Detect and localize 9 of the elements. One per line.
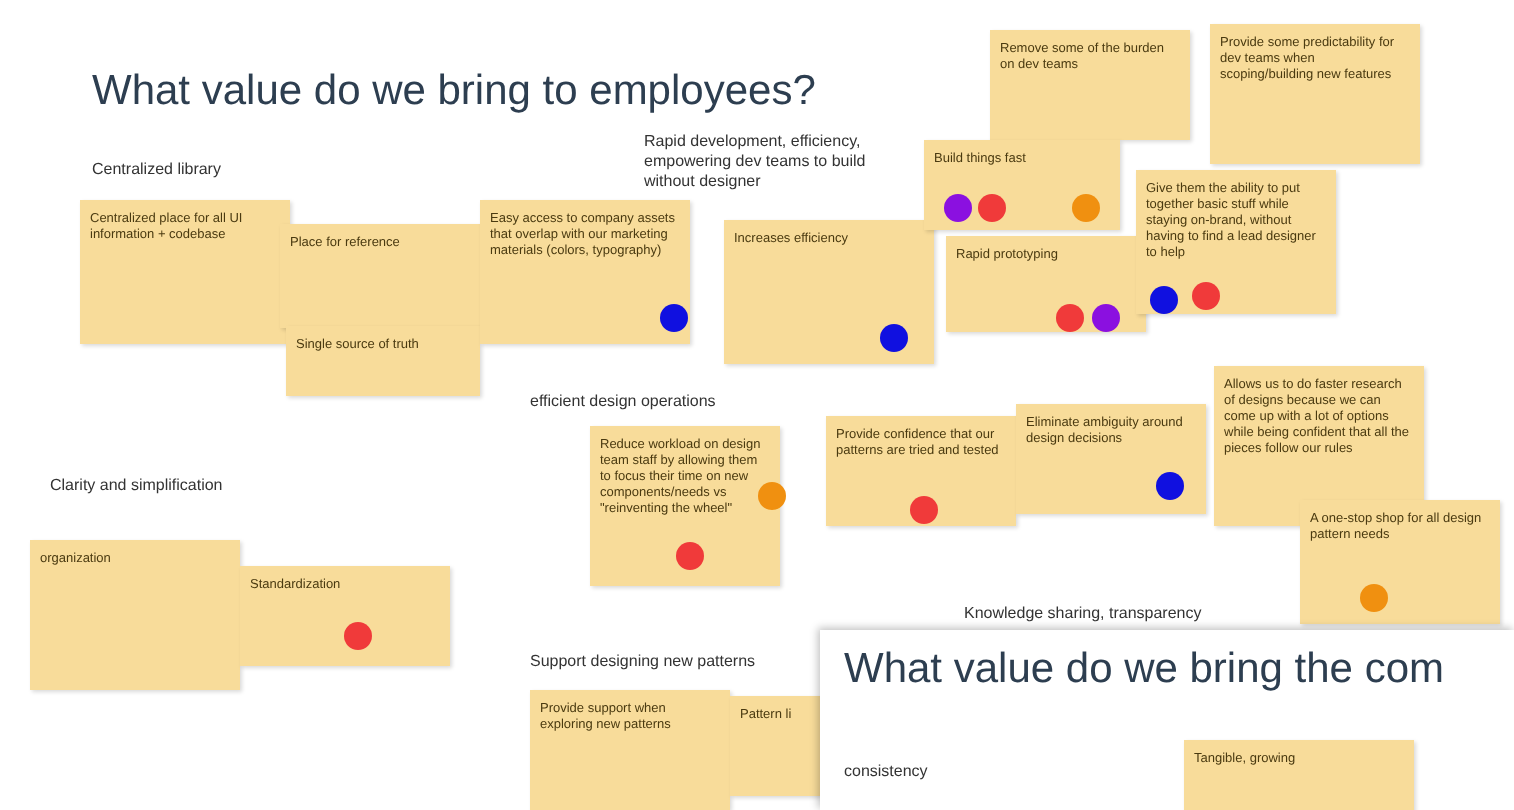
group-heading: Support designing new patterns xyxy=(530,652,756,672)
group-heading: Knowledge sharing, transparency xyxy=(964,604,1202,624)
group-heading: efficient design operations xyxy=(530,392,716,412)
board-title: What value do we bring to employees? xyxy=(92,68,816,116)
panel-title: What value do we bring the com xyxy=(844,646,1444,694)
group-heading: consistency xyxy=(844,762,928,780)
group-heading: Clarity and simplification xyxy=(50,476,223,496)
group-heading: Rapid development, efficiency, empowering dev teams to build without designer xyxy=(644,132,868,192)
group-heading: Centralized library xyxy=(92,160,221,180)
